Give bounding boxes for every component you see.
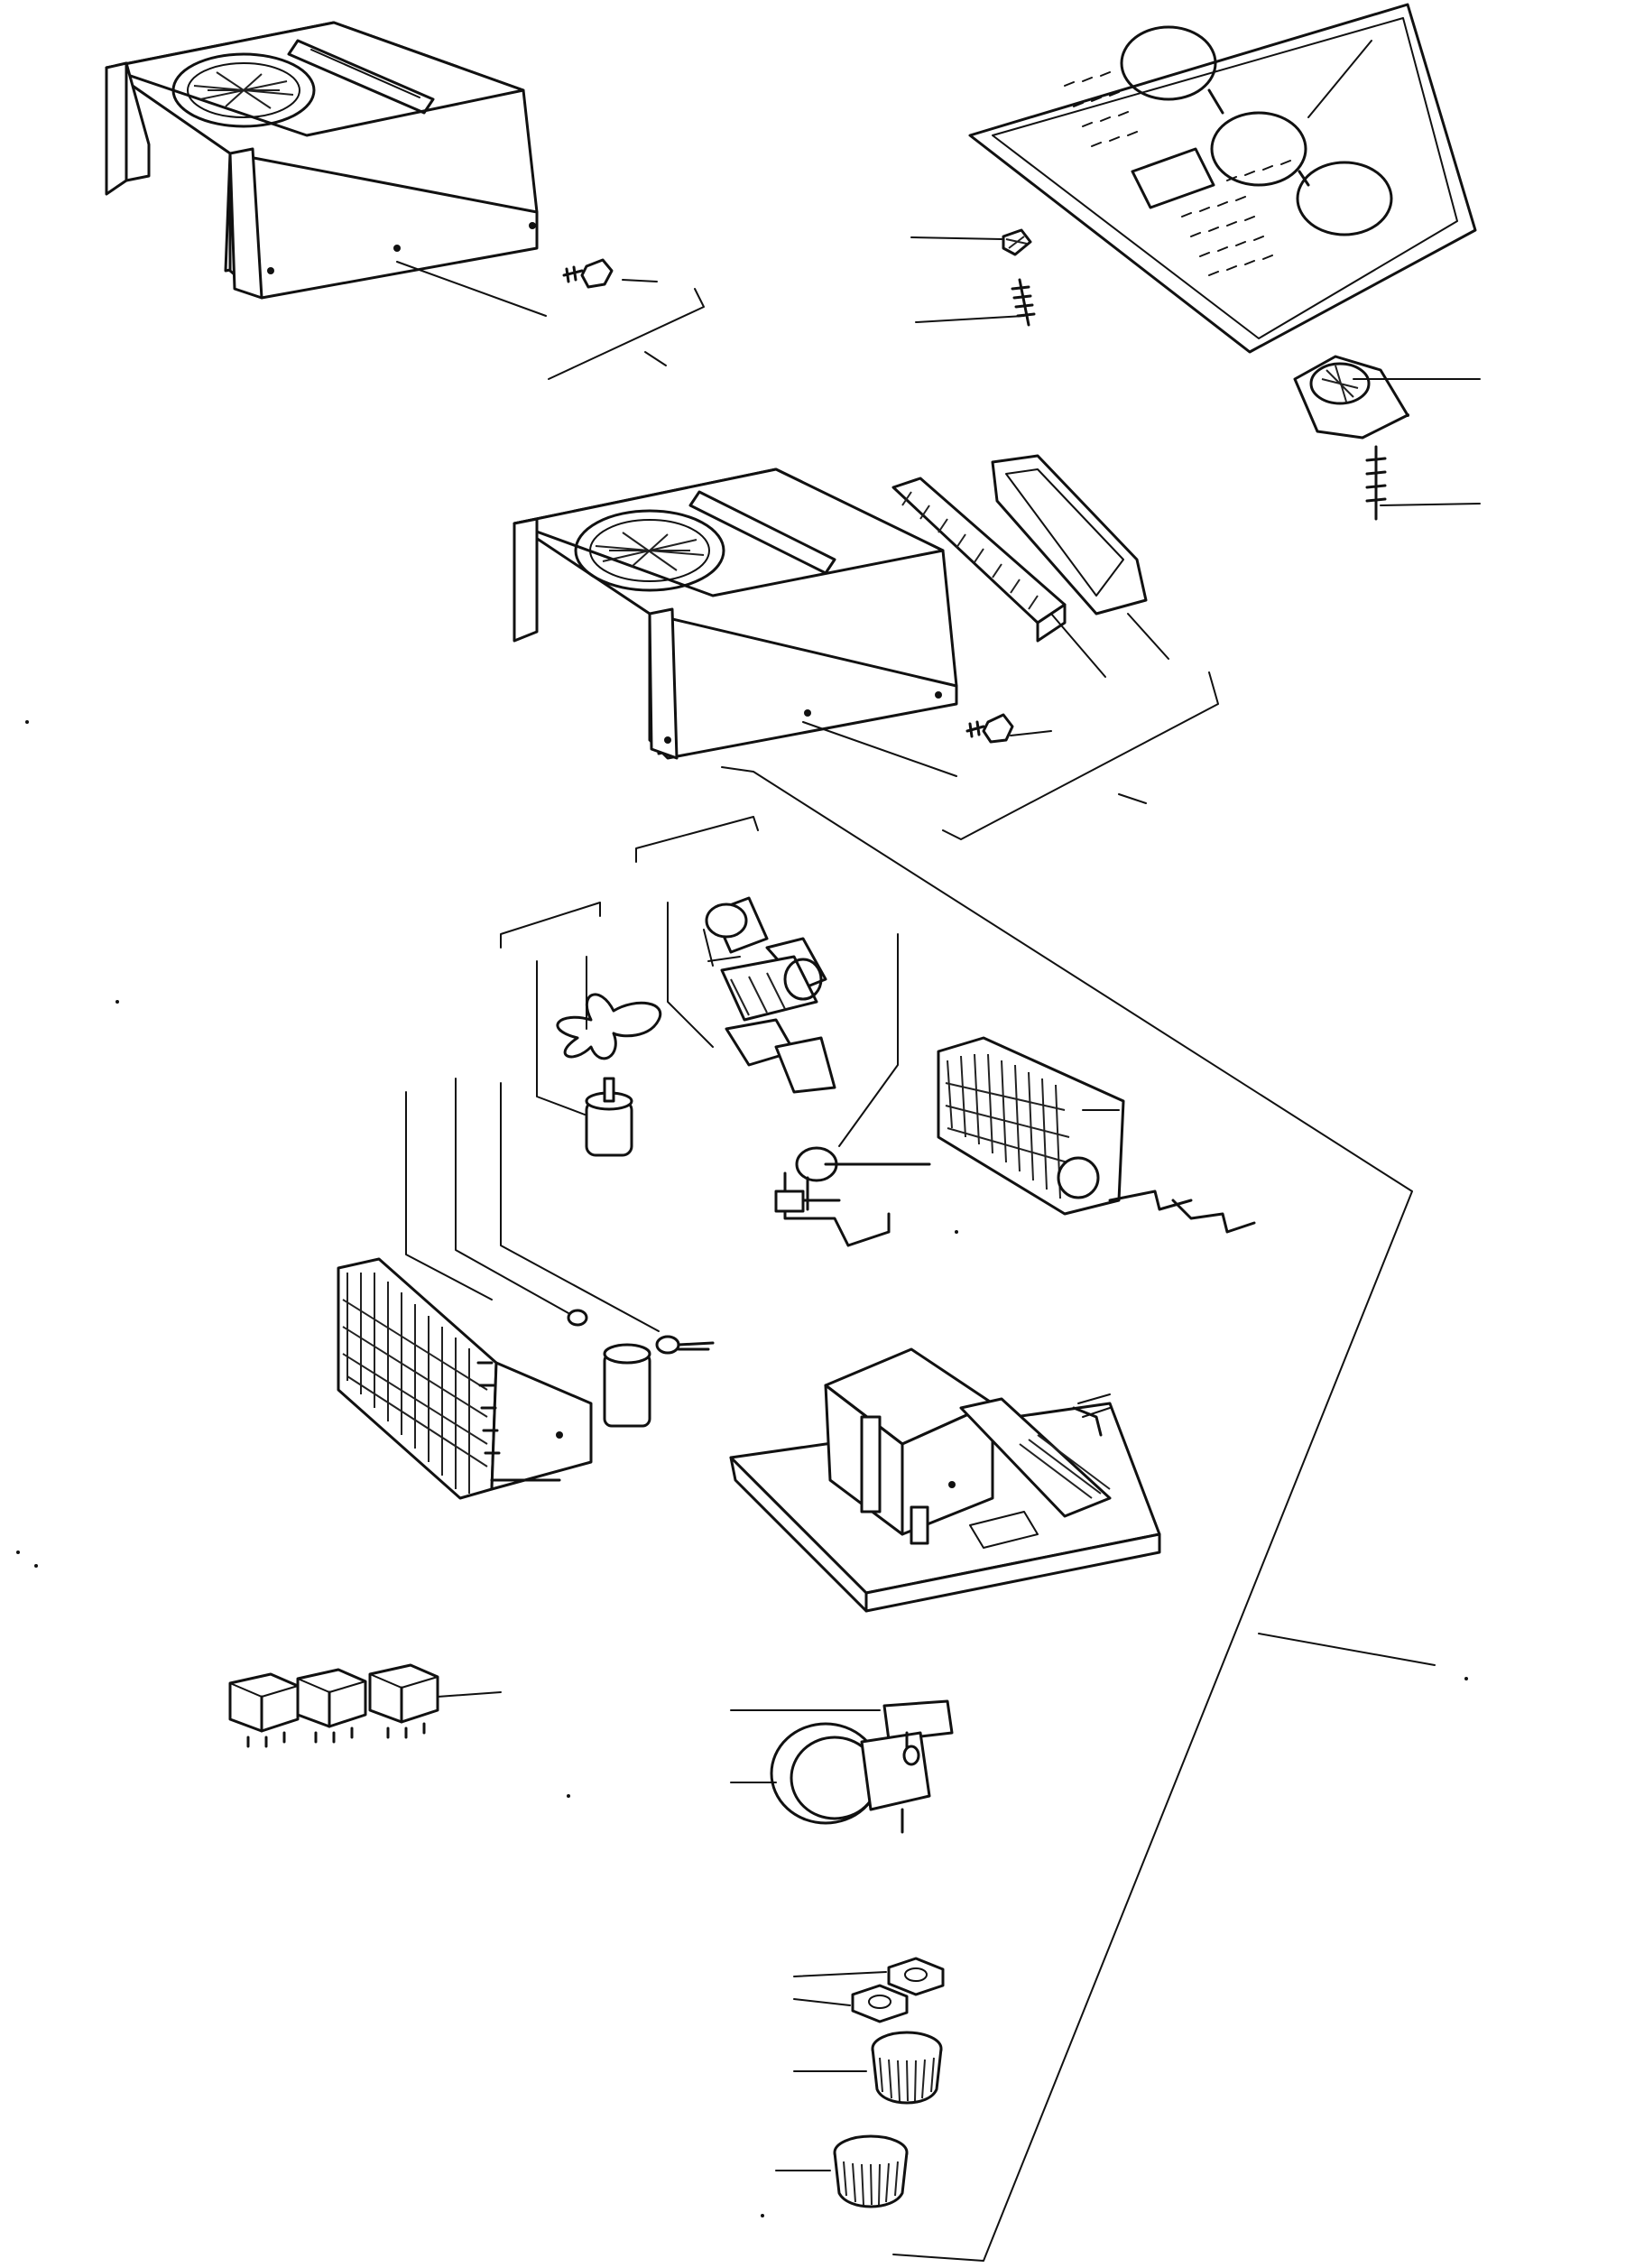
coil-fins-icon <box>342 1273 488 1494</box>
screw-icon <box>562 258 614 289</box>
capacitor <box>567 1309 715 1428</box>
top-cover-a <box>105 21 705 380</box>
vent-frame <box>991 454 1148 616</box>
fan-icon <box>556 993 662 1060</box>
dial-icon <box>1120 25 1393 236</box>
fan-grille-icon <box>171 52 316 128</box>
valve-icon <box>774 1146 931 1247</box>
coil-fins-icon <box>945 1053 1075 1199</box>
relay-icon <box>228 1672 300 1748</box>
evaporator-coil <box>937 1036 1256 1234</box>
group-callout-line <box>721 766 1413 2262</box>
clip-icon <box>1002 228 1032 256</box>
capacitor-icon <box>603 1343 651 1428</box>
vent-louver <box>891 477 1067 643</box>
relay-icon <box>296 1668 367 1744</box>
knob-icon <box>833 2134 909 2208</box>
clip-icon <box>567 1309 715 1355</box>
screw-icon <box>965 713 1014 744</box>
roller-icon <box>705 896 836 1094</box>
top-cover-b <box>513 467 1052 777</box>
control-panel <box>910 3 1481 521</box>
nut-icon <box>887 1957 945 1996</box>
knob-icon <box>871 2031 943 2105</box>
blower-rollers <box>635 816 836 1094</box>
relays <box>228 1663 502 1748</box>
condenser-coil <box>337 1078 660 1500</box>
fan-motor <box>536 960 633 1157</box>
motor-icon <box>585 1077 633 1157</box>
thermostat-icon <box>770 1699 954 1834</box>
relay-icon <box>368 1663 439 1739</box>
screw-icon <box>1365 445 1387 521</box>
valve-assembly <box>774 933 931 1247</box>
nut-icon <box>851 1984 909 2023</box>
fan-grille-icon <box>574 509 725 592</box>
thermostat <box>730 1699 954 1834</box>
knobs <box>775 1957 945 2208</box>
rotary-knob-icon <box>1293 355 1409 440</box>
screw-icon <box>1011 278 1036 327</box>
button-grid-icon <box>1064 71 1291 276</box>
fan-blade <box>500 902 662 1060</box>
base-pan <box>729 1347 1161 1613</box>
